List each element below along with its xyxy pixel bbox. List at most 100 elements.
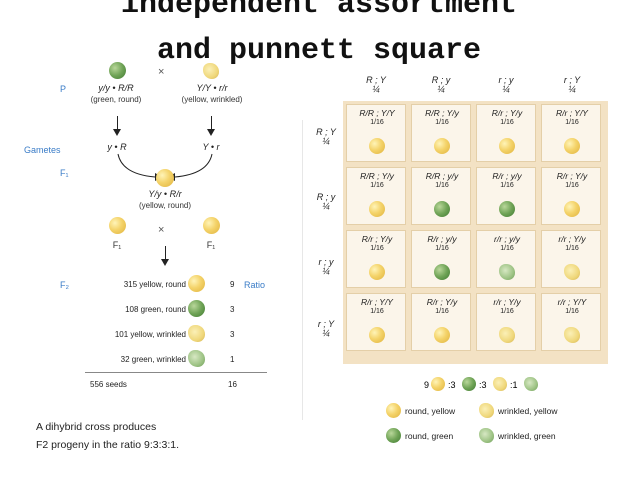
cell-pea-icon [564,201,580,217]
cell-genotype: R/R ; Y/y [425,108,459,118]
arrow-down-icon [207,116,215,136]
gamete1: y • R [107,142,127,152]
cell-fraction: 1/16 [435,119,449,126]
slide-title-line1: independent assortment [120,0,518,22]
green-wrinkled-pea-icon [524,377,538,391]
separator [302,120,303,420]
caption-line2: F2 progeny in the ratio 9:3:3:1. [36,439,180,451]
cell-fraction: 1/16 [500,182,514,189]
cell-pea-icon [369,327,385,343]
label-gametes: Gametes [24,145,61,155]
cell-fraction: 1/16 [565,308,579,315]
cell-fraction: 1/16 [565,245,579,252]
cell-fraction: 1/16 [435,308,449,315]
cell-pea-icon [434,138,450,154]
parent1-phenotype: (green, round) [90,95,142,104]
cell-genotype: R/r ; y/y [427,234,457,244]
legend-yellow-wrinkled-icon [479,403,494,418]
cell-genotype: r/r ; Y/y [493,297,521,307]
cell-genotype: R/r ; Y/Y [556,108,588,118]
cell-fraction: 1/16 [370,245,384,252]
cell-pea-icon [564,327,580,343]
legend-green-wrinkled-icon [479,428,494,443]
cell-fraction: 1/16 [435,182,449,189]
legend-green-round-icon [386,428,401,443]
cell-pea-icon [499,264,515,280]
legend-label: round, green [405,431,454,441]
legend-label: wrinkled, yellow [498,406,558,416]
f1-right-pea-icon [203,217,220,234]
label-p: P [60,84,67,94]
cell-pea-icon [499,327,515,343]
cell-genotype: R/r ; Y/y [556,171,588,181]
yellow-wrinkled-pea-icon [188,325,205,342]
f1-genotype: Y/y • R/r [148,189,182,199]
cell-pea-icon [499,138,515,154]
green-round-pea-icon [188,300,205,317]
yellow-round-pea-icon [188,275,205,292]
cell-genotype: r/r ; Y/y [558,234,586,244]
cell-pea-icon [369,138,385,154]
cell-fraction: 1/16 [500,245,514,252]
cell-pea-icon [434,264,450,280]
total-seeds: 556 seeds [90,380,127,389]
cell-genotype: R/R ; Y/y [360,171,394,181]
legend-label: wrinkled, green [498,431,556,441]
yellow-round-pea-icon [431,377,445,391]
f1-right-label: F₁ [206,240,216,250]
cell-fraction: 1/16 [500,308,514,315]
cell-genotype: R/R ; y/y [425,171,459,181]
total-value: 16 [228,380,237,389]
cell-genotype: R/r ; Y/y [491,108,523,118]
cell-fraction: 1/16 [565,119,579,126]
ratio-label: Ratio [244,280,266,290]
cell-genotype: r/r ; y/y [494,234,520,244]
parent1-pea-icon [109,62,126,79]
parent1-genotype: y/y • R/R [98,83,134,93]
cell-pea-icon [499,201,515,217]
cell-pea-icon [434,201,450,217]
green-wrinkled-pea-icon [188,350,205,367]
caption-line1: A dihybrid cross produces [36,421,157,433]
cell-genotype: R/r ; Y/Y [361,297,393,307]
total-divider [85,372,267,373]
parent2-phenotype: (yellow, wrinkled) [181,95,243,104]
arrow-down-icon [113,116,121,136]
cross-symbol-f1: × [158,224,165,236]
yellow-wrinkled-pea-icon [493,377,507,391]
slide-title-line2: and punnett square [156,34,482,68]
cell-genotype: R/r ; y/y [492,171,522,181]
cell-pea-icon [564,138,580,154]
legend-label: round, yellow [405,406,456,416]
cell-fraction: 1/16 [370,308,384,315]
cell-fraction: 1/16 [370,119,384,126]
cell-fraction: 1/16 [500,119,514,126]
cell-fraction: 1/16 [565,182,579,189]
cell-fraction: 1/16 [370,182,384,189]
f1-left-label: F₁ [112,240,122,250]
label-f1: F₁ [60,168,69,178]
arrow-down-icon [161,246,169,266]
cell-pea-icon [564,264,580,280]
legend-yellow-round-icon [386,403,401,418]
parent2-pea-icon [203,63,219,79]
